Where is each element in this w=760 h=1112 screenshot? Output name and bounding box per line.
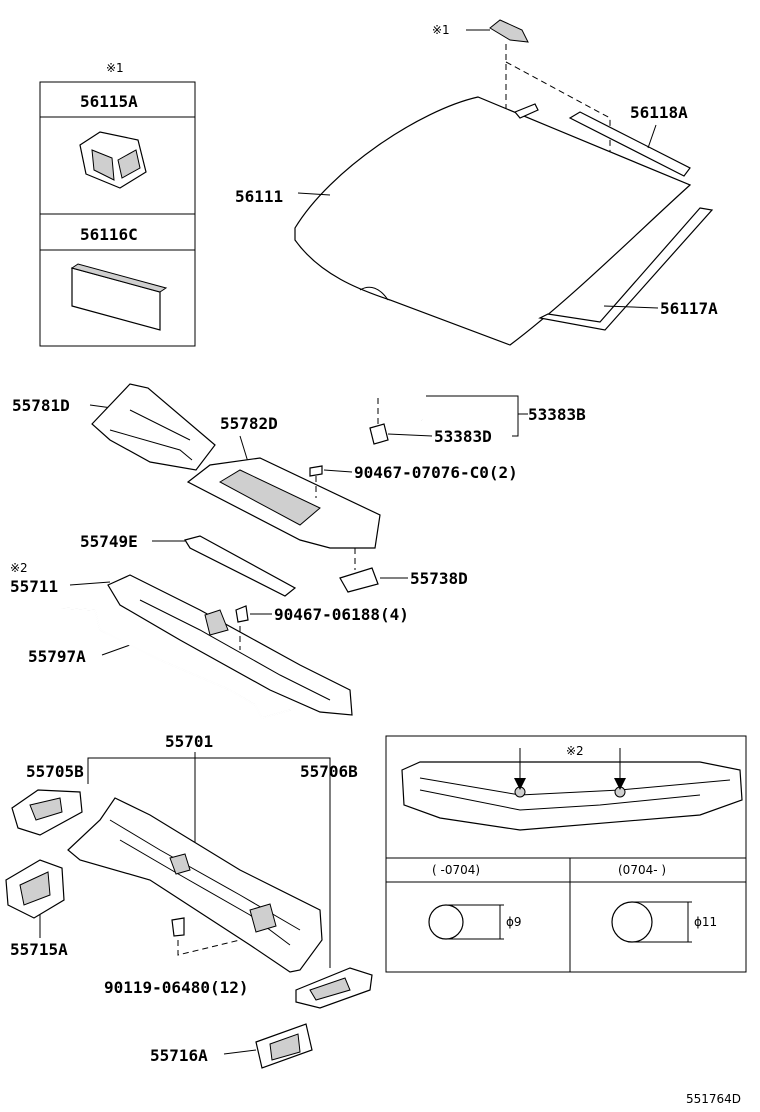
diagram-id: 551764D bbox=[686, 1092, 741, 1106]
side-molding-56117A bbox=[538, 207, 714, 331]
part-55711-label: 55711 bbox=[10, 577, 58, 596]
bracket-55738D-drawing bbox=[339, 567, 379, 593]
detail-cowl-panel-drawing bbox=[401, 761, 743, 831]
part-55738D-label: 55738D bbox=[410, 569, 468, 588]
cowl-louver-55782D bbox=[186, 457, 381, 549]
detail-frame bbox=[385, 735, 747, 973]
part-90467-07076-label: 90467-07076-C0(2) bbox=[354, 463, 518, 482]
column-right-heading: (0704- ) bbox=[618, 863, 666, 877]
part-56117A-label: 56117A bbox=[660, 299, 718, 318]
windshield-glass-56111 bbox=[294, 96, 692, 346]
cowl-louver-55781D bbox=[91, 383, 216, 471]
seal-53383B-drawing bbox=[224, 301, 423, 421]
seal-55749E-drawing bbox=[184, 535, 297, 597]
panel-55716A bbox=[255, 1023, 313, 1069]
part-55701-label: 55701 bbox=[165, 732, 213, 751]
bracket-55705B bbox=[11, 789, 83, 836]
cowl-panel-55711 bbox=[107, 574, 353, 716]
ref2-side-label: ※2 bbox=[10, 561, 28, 575]
part-55706B-label: 55706B bbox=[300, 762, 358, 781]
part-90119-06480-label: 90119-06480(12) bbox=[104, 978, 249, 997]
part-55782D-label: 55782D bbox=[220, 414, 278, 433]
part-55797A-label: 55797A bbox=[28, 647, 86, 666]
clip-inset-box: 56115A 56116C bbox=[39, 81, 196, 347]
panel-55715A bbox=[5, 859, 65, 919]
ref1-box-label: ※1 bbox=[106, 61, 124, 75]
part-55705B-label: 55705B bbox=[26, 762, 84, 781]
arrow-right-icon bbox=[614, 748, 626, 790]
bracket-55706B-lower bbox=[295, 967, 373, 1009]
screw-90467-07076-drawing bbox=[309, 465, 323, 477]
hole-diameter-11-drawing bbox=[611, 901, 692, 943]
part-55715A-label: 55715A bbox=[10, 940, 68, 959]
part-55749E-label: 55749E bbox=[80, 532, 138, 551]
hole-diameter-9-drawing bbox=[428, 904, 504, 940]
clip-53383D-drawing bbox=[369, 423, 389, 445]
part-56118A-label: 56118A bbox=[630, 103, 688, 122]
part-55716A-label: 55716A bbox=[150, 1046, 208, 1065]
arrow-left-icon bbox=[514, 748, 526, 790]
part-56111-label: 56111 bbox=[235, 187, 283, 206]
ref1-top-label: ※1 bbox=[432, 23, 450, 37]
mirror-bracket-drawing bbox=[489, 19, 529, 43]
part-55781D-label: 55781D bbox=[12, 396, 70, 415]
screw-90467-06188-drawing bbox=[235, 605, 249, 623]
part-53383D-label: 53383D bbox=[434, 427, 492, 446]
strip-56116C-drawing bbox=[70, 263, 168, 331]
ref2-detail-label: ※2 bbox=[566, 744, 584, 758]
bolt-90119-06480-drawing bbox=[171, 917, 185, 937]
diameter-right-label: ϕ11 bbox=[694, 915, 717, 929]
detail-box: ( -0704) (0704- ) ϕ9 ϕ11 bbox=[385, 735, 747, 973]
clip-56115A-drawing bbox=[79, 131, 147, 189]
cowl-top-panel-55701 bbox=[67, 797, 323, 973]
part-56116C-label: 56116C bbox=[80, 225, 138, 244]
part-90467-06188-label: 90467-06188(4) bbox=[274, 605, 409, 624]
upper-molding-56118A bbox=[514, 103, 691, 177]
diameter-left-label: ϕ9 bbox=[506, 915, 522, 929]
column-left-heading: ( -0704) bbox=[432, 863, 480, 877]
part-53383B-label: 53383B bbox=[528, 405, 586, 424]
part-56115A-label: 56115A bbox=[80, 92, 138, 111]
